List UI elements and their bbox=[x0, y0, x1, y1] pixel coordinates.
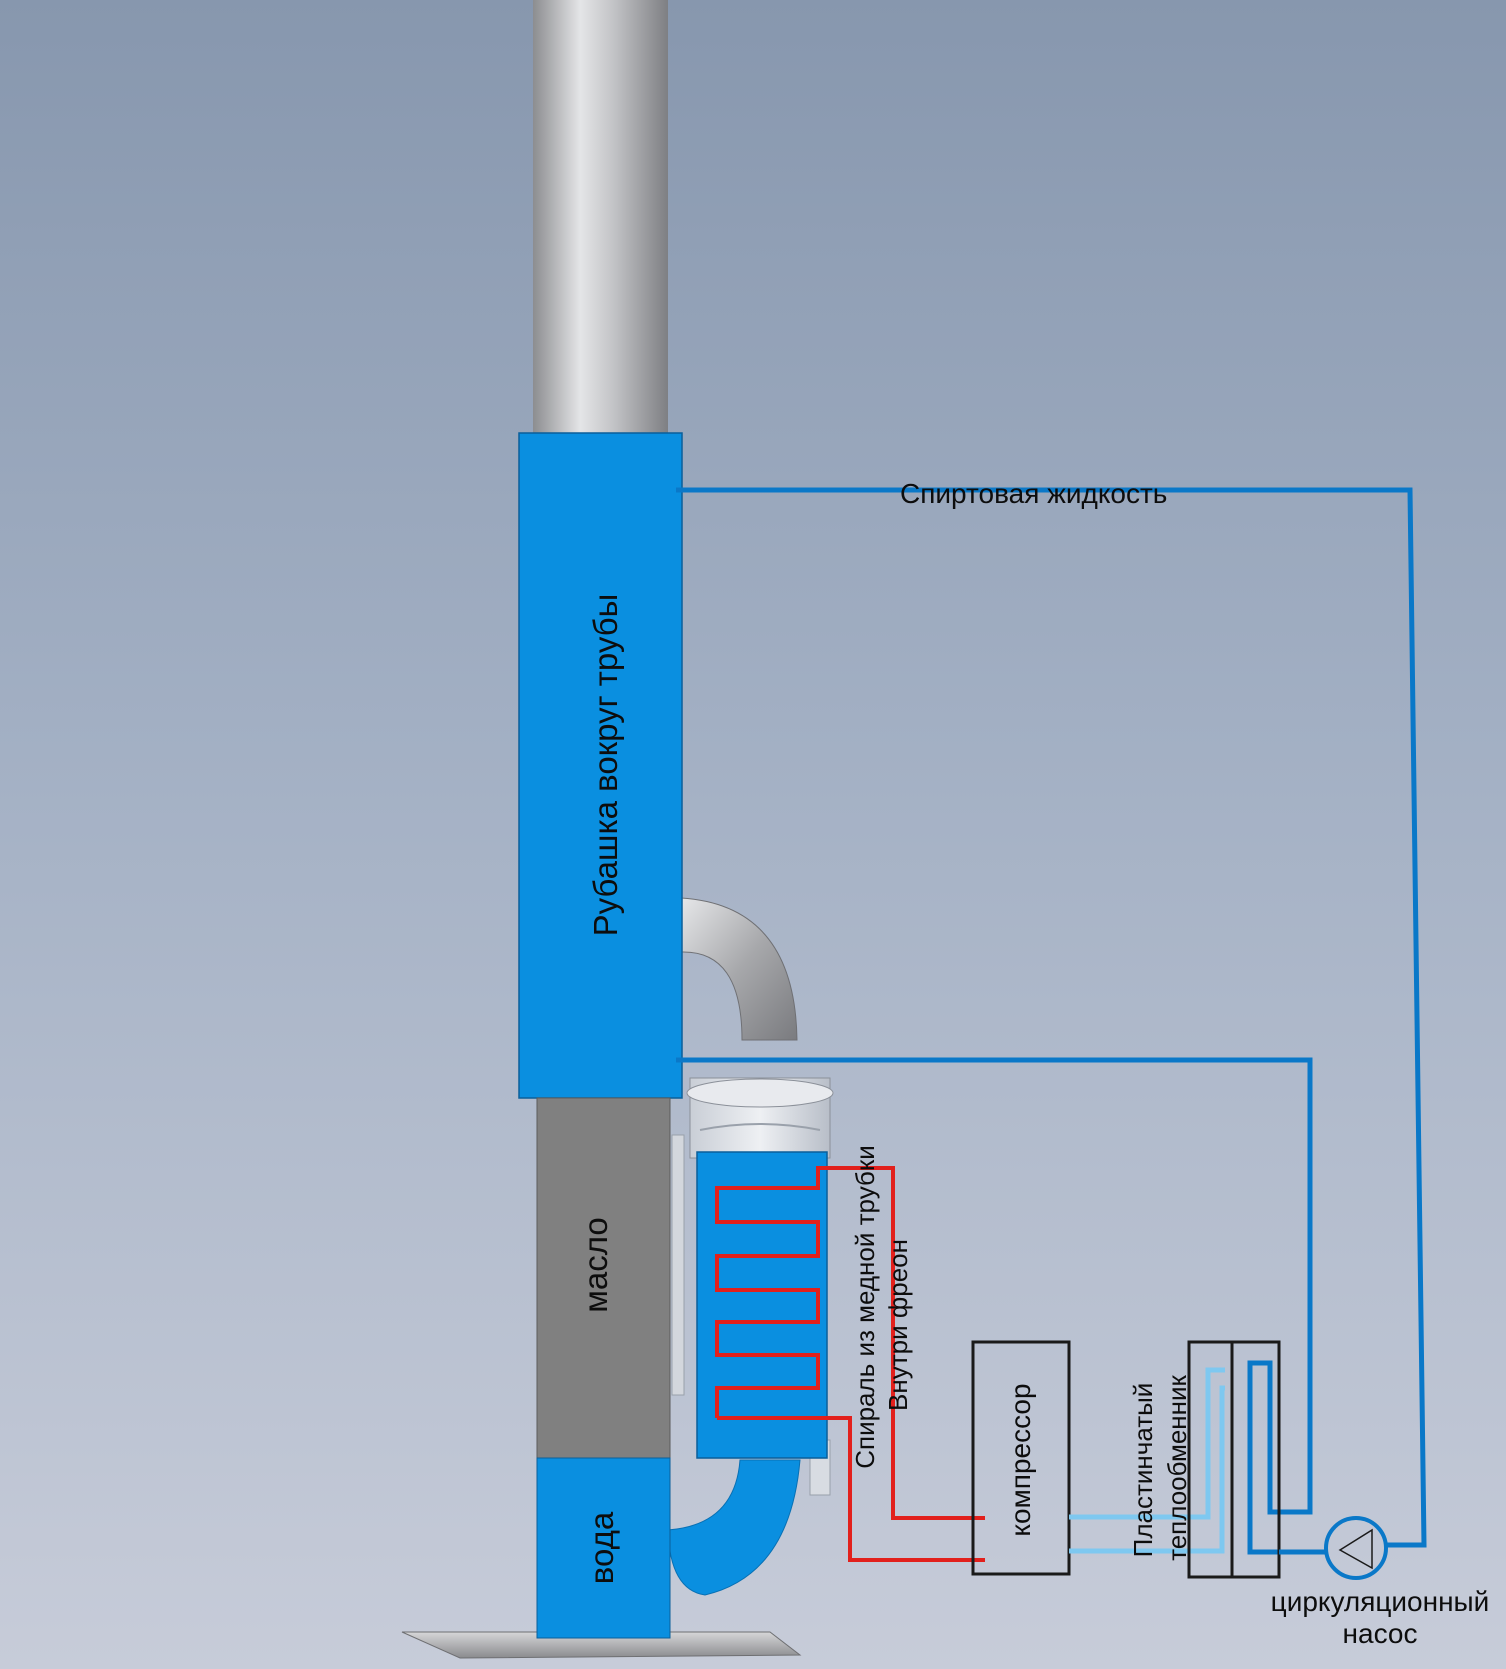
elbow-pipe bbox=[680, 897, 798, 1041]
separator-can bbox=[671, 1077, 834, 1496]
plate-heat-exchanger bbox=[1187, 1340, 1281, 1579]
pump-label-line2: насос bbox=[1343, 1618, 1418, 1649]
compressor-box bbox=[971, 1340, 1071, 1576]
spirit-line-top bbox=[676, 487, 1427, 1548]
oil-label: масло bbox=[577, 1217, 614, 1313]
circulation-pump bbox=[1324, 1516, 1388, 1580]
chimney-pipe bbox=[533, 0, 668, 440]
compressor-label: компрессор bbox=[1005, 1383, 1036, 1536]
cool-line-upper bbox=[1069, 1367, 1225, 1520]
water-label: вода bbox=[583, 1511, 620, 1584]
freon-coil bbox=[715, 1166, 985, 1520]
pump-label-line1: циркуляционный bbox=[1271, 1586, 1490, 1617]
freon-return-line bbox=[717, 1416, 985, 1562]
oil-section bbox=[536, 1097, 671, 1459]
exchanger-label-line1: Пластинчатый bbox=[1128, 1383, 1158, 1558]
coil-label-line2: Внутри фреон bbox=[883, 1239, 913, 1411]
exchanger-label-line2: теплообменник bbox=[1162, 1374, 1192, 1560]
spirit-liquid-label: Спиртовая жидкость bbox=[900, 478, 1167, 509]
coil-label-line1: Спираль из медной трубки bbox=[850, 1145, 880, 1469]
jacket-label: Рубашка вокруг трубы bbox=[587, 594, 624, 937]
water-section bbox=[536, 1457, 671, 1639]
water-return-pipe bbox=[667, 1459, 801, 1596]
spirit-line-bottom bbox=[676, 1057, 1319, 1555]
jacket bbox=[518, 432, 683, 1099]
cool-line-lower bbox=[1069, 1385, 1225, 1554]
